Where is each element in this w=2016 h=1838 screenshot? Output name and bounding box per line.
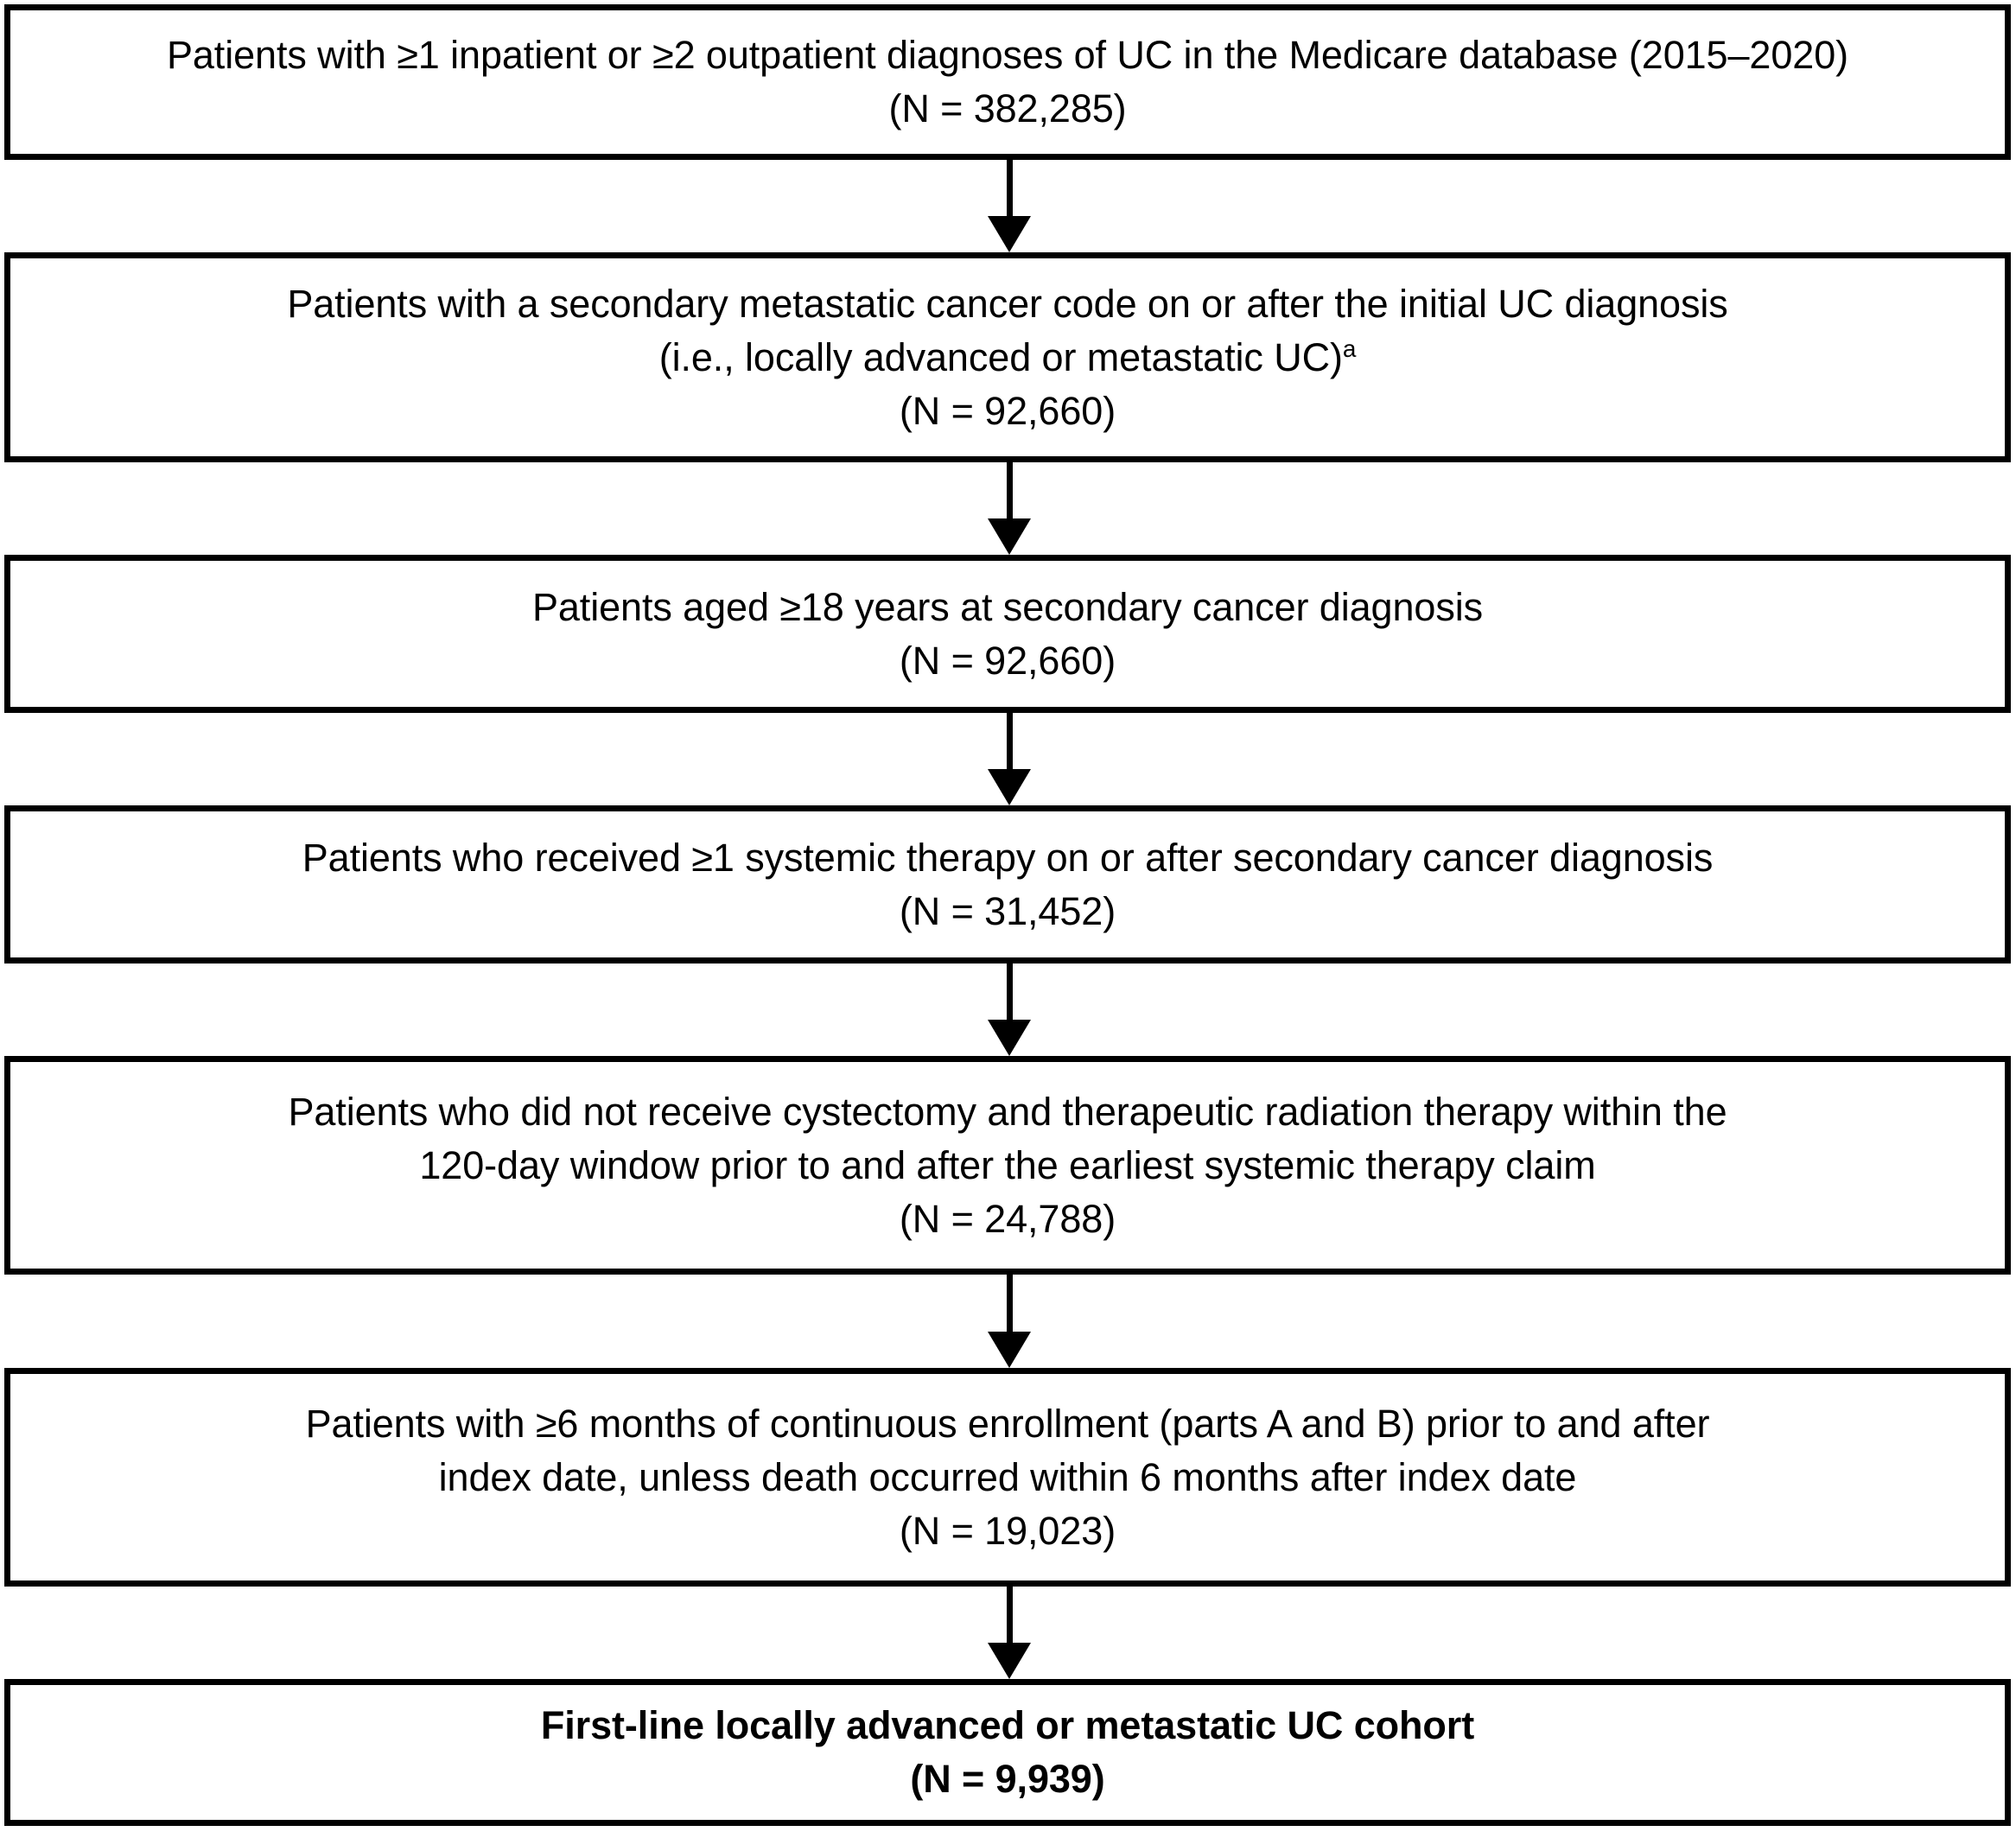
node-3-line-1: Patients aged ≥18 years at secondary can… [531, 584, 1484, 629]
node-6-line-1: Patients with ≥6 months of continuous en… [305, 1401, 1710, 1446]
final-cohort-box: First-line locally advanced or metastati… [4, 1679, 2011, 1826]
node-2-line-1: Patients with a secondary metastatic can… [287, 281, 1728, 326]
systemic-therapy-box: Patients who received ≥1 systemic therap… [4, 805, 2011, 964]
node-5-line-1: Patients who did not receive cystectomy … [288, 1089, 1727, 1134]
down-arrow-icon [988, 216, 1031, 252]
node-2-line-3: (N = 92,660) [899, 388, 1116, 433]
arrow-stem [1007, 1587, 1013, 1644]
down-arrow-icon [988, 1020, 1031, 1056]
uc-diagnoses-box: Patients with ≥1 inpatient or ≥2 outpati… [4, 4, 2011, 160]
node-4-line-2: (N = 31,452) [899, 888, 1116, 933]
secondary-metastatic-code-box: Patients with a secondary metastatic can… [4, 252, 2011, 462]
arrow-stem [1007, 713, 1013, 771]
node-6-line-3: (N = 19,023) [899, 1508, 1116, 1553]
footnote-marker-a: a [1342, 334, 1357, 362]
down-arrow-icon [988, 1332, 1031, 1368]
arrow-stem [1007, 160, 1013, 218]
node-1-line-2: (N = 382,285) [888, 86, 1127, 130]
down-arrow-icon [988, 769, 1031, 805]
arrow-stem [1007, 964, 1013, 1021]
node-7-line-2: (N = 9,939) [910, 1757, 1105, 1801]
arrow-stem [1007, 462, 1013, 520]
node-3-line-2: (N = 92,660) [899, 638, 1116, 683]
node-4-line-1: Patients who received ≥1 systemic therap… [302, 835, 1714, 880]
node-6-line-2: index date, unless death occurred within… [438, 1454, 1577, 1499]
node-1-line-1: Patients with ≥1 inpatient or ≥2 outpati… [166, 33, 1849, 77]
down-arrow-icon [988, 1643, 1031, 1679]
continuous-enrollment-box: Patients with ≥6 months of continuous en… [4, 1368, 2011, 1587]
node-5-line-2: 120-day window prior to and after the ea… [419, 1142, 1596, 1187]
node-2-line-2: (i.e., locally advanced or metastatic UC… [10, 331, 2005, 385]
age-eligibility-box: Patients aged ≥18 years at secondary can… [4, 555, 2011, 713]
node-2-line-2-text: (i.e., locally advanced or metastatic UC… [658, 334, 1343, 379]
node-5-line-3: (N = 24,788) [899, 1196, 1116, 1241]
node-7-line-1: First-line locally advanced or metastati… [540, 1703, 1475, 1747]
down-arrow-icon [988, 518, 1031, 555]
arrow-stem [1007, 1275, 1013, 1333]
no-cystectomy-radiation-box: Patients who did not receive cystectomy … [4, 1056, 2011, 1275]
